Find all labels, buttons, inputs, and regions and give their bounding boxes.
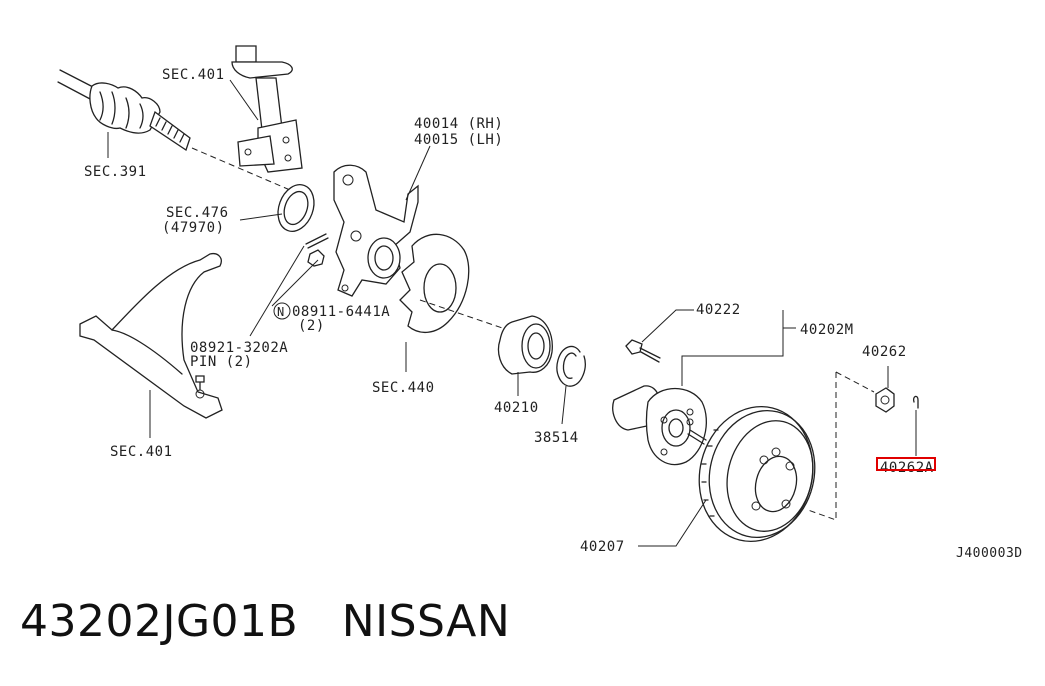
- label-nut-code: 08911-6441A: [292, 304, 390, 320]
- baffle-ring-drawing: [277, 184, 315, 232]
- label-sec440: SEC.440: [372, 380, 435, 396]
- snap-ring-drawing: [556, 345, 586, 387]
- wheel-nut-drawing: [807, 371, 919, 521]
- label-sec476-sub: (47970): [162, 220, 225, 236]
- nut-symbol: N: [277, 305, 285, 319]
- label-pin-qty: PIN (2): [190, 354, 253, 370]
- label-sec401-bottom: SEC.401: [110, 444, 173, 460]
- label-40202m: 40202M: [800, 322, 854, 338]
- label-40015: 40015 (LH): [414, 132, 503, 148]
- label-40207: 40207: [580, 539, 625, 555]
- label-40210: 40210: [494, 400, 539, 416]
- label-40262a: 40262A: [880, 460, 934, 476]
- strut-drawing: [231, 45, 303, 173]
- callout-labels: SEC.401 SEC.391 40014 (RH) 40015 (LH) SE…: [84, 67, 1023, 561]
- rotor-drawing: [698, 405, 816, 543]
- label-sec401-top: SEC.401: [162, 67, 225, 83]
- brand-name: NISSAN: [341, 596, 511, 647]
- leader-lines: [107, 79, 917, 547]
- drive-shaft-drawing: [57, 69, 291, 191]
- caption: 43202JG01B NISSAN: [20, 596, 510, 647]
- part-number: 43202JG01B: [20, 596, 299, 647]
- label-38514: 38514: [534, 430, 579, 446]
- label-40262: 40262: [862, 344, 907, 360]
- label-sec476: SEC.476: [166, 205, 229, 221]
- drawing-id: J400003D: [956, 546, 1023, 561]
- knuckle-drawing: [333, 164, 419, 297]
- label-sec391: SEC.391: [84, 164, 147, 180]
- label-nut-qty: (2): [298, 318, 325, 334]
- pin-and-nut-drawing: [305, 233, 329, 267]
- nut-symbol-circle: [273, 302, 291, 320]
- hub-drawing: [612, 339, 707, 466]
- label-40222: 40222: [696, 302, 741, 318]
- label-pin-code: 08921-3202A: [190, 340, 288, 356]
- lower-arm-drawing: [79, 252, 223, 419]
- splash-guard-drawing: [399, 233, 521, 335]
- bearing-drawing: [497, 315, 553, 375]
- label-40014: 40014 (RH): [414, 116, 503, 132]
- highlight-box: [876, 457, 936, 471]
